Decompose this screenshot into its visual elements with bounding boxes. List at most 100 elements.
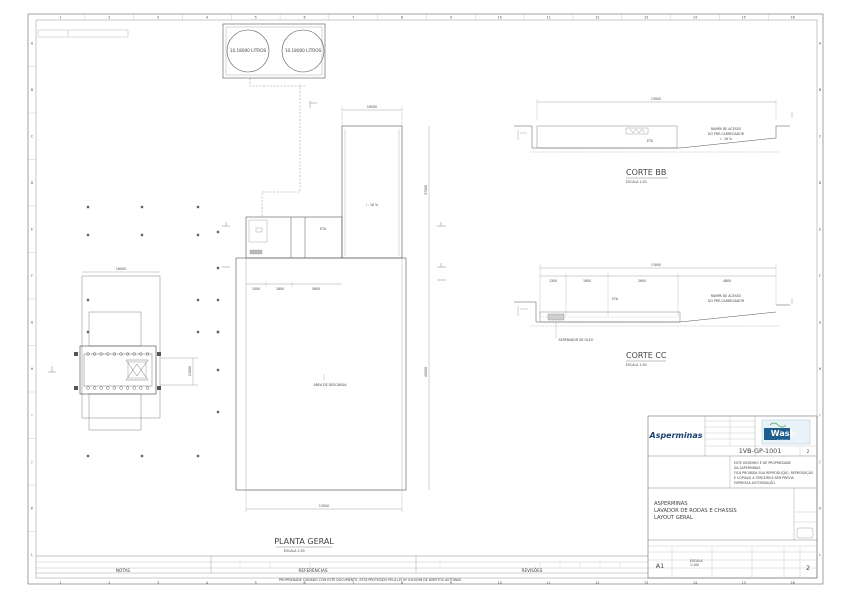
tb-client: ASPERMINAS: [654, 501, 688, 507]
grid-column-label: 10: [498, 581, 502, 585]
grid-column-label: 5: [255, 16, 257, 20]
grid-column-label: 7: [352, 16, 354, 20]
grid-column-label: 4: [206, 16, 208, 20]
corte-cc-eta: ETA: [612, 297, 619, 301]
grid-marker: [140, 454, 144, 458]
grid-column-label: 14: [693, 581, 697, 585]
grid-column-label: 12: [595, 581, 599, 585]
corte-cc-title: CORTE CC: [626, 351, 667, 360]
top-left-stamp: [37, 29, 129, 38]
nozzle: [112, 386, 116, 390]
grid-column-label: 2: [108, 16, 110, 20]
grid-marker: [86, 330, 90, 334]
section-marker-top: [309, 101, 317, 108]
grid-column-label: 15: [742, 16, 746, 20]
nozzle: [99, 386, 103, 390]
corte-bb-scale: ESCALA 1:50: [626, 180, 647, 184]
corte-cc-ramp-note: RAMPA DE ACESSO: [711, 294, 742, 298]
plan-view: i - 16 % 16500 ETA 1000 1800 5800 ÁREA D…: [222, 105, 446, 553]
grid-row-label: K: [31, 506, 34, 510]
grid-marker: [216, 298, 220, 302]
plan-right-dim2: 40000: [424, 367, 428, 377]
lift-top-dim: 16000: [116, 267, 126, 271]
grid-marker: [216, 330, 220, 334]
plan-dim-1: 1000: [252, 287, 260, 291]
grid-column-label: 1: [59, 16, 61, 20]
grid-row-label: B: [31, 88, 33, 92]
title-block: Asperminas Wash Systems 1VB-GP-1001 2 ES…: [647, 415, 818, 579]
plan-title: PLANTA GERAL: [274, 537, 334, 546]
section-cc: 13000 1300 1800 2600 4800 ETA RAMPA DE A…: [514, 263, 793, 367]
plan-area-label: ÁREA DE DESCARGA: [314, 382, 348, 387]
grid-row-label: J: [819, 460, 821, 464]
wheel-wash-platform: 16000 11000: [48, 267, 198, 431]
tank-left-label: 10.18000 LITROS: [230, 48, 267, 53]
corte-cc-dim-2: 1800: [583, 279, 591, 283]
grid-column-label: 5: [255, 581, 257, 585]
refs-header: REFERÊNCIAS: [299, 568, 328, 573]
footer-text: PROPRIEDADE CUIDADO COM ESTE DOCUMENTO, …: [279, 577, 461, 582]
tank-right-label: 10.18000 LITROS: [285, 48, 322, 53]
grid-row-label: F: [819, 274, 821, 278]
grid-column-label: 6: [303, 16, 305, 20]
corte-cc-dim-3: 2600: [638, 279, 646, 283]
grid-column-label: 6: [303, 581, 305, 585]
nozzle: [139, 386, 143, 390]
title-block-note-line: E CÓPIA(S) A TERCEIROS SEM PRÉVIA: [734, 475, 795, 480]
grid-marker: [196, 454, 200, 458]
grid-row-label: G: [31, 320, 34, 324]
grid-column-label: 10: [498, 16, 502, 20]
nozzle: [145, 352, 149, 356]
nozzle: [106, 386, 110, 390]
sheet-number-top: 2: [807, 449, 810, 454]
grid-row-label: D: [819, 181, 822, 185]
grid-column-label: 3: [157, 16, 159, 20]
nozzle: [86, 352, 90, 356]
corte-bb-slope: i - 16 %: [720, 137, 732, 141]
grid-column-labels: 1122334455667788991010111112121313141415…: [59, 14, 795, 585]
bottom-revisions-table: NOTAS REFERÊNCIAS REVISÕES PROPRIEDADE C…: [36, 555, 648, 582]
nozzle: [125, 352, 130, 356]
grid-row-label: L: [819, 553, 821, 557]
corte-bb-ramp-note: RAMPA DE ACESSO: [711, 127, 742, 131]
grid-row-label: L: [31, 553, 33, 557]
grid-marker: [86, 454, 90, 458]
plan-dim-2: 1800: [276, 287, 284, 291]
grid-column-label: 7: [352, 581, 354, 585]
grid-marker: [196, 330, 200, 334]
corte-cc-ramp-note2: DO PRÉ-CARREGADOR: [708, 298, 745, 303]
grid-row-label: A: [31, 41, 34, 45]
sheet-outer-border: [27, 13, 824, 585]
grid-column-label: 16: [791, 16, 795, 20]
nozzle-mount: [74, 352, 78, 356]
nozzle: [132, 386, 136, 390]
title-block-note-line: ESTE DESENHO É DE PROPRIEDADE: [734, 460, 791, 465]
nozzle: [145, 386, 149, 390]
grid-row-label: H: [31, 367, 34, 371]
tb-scale-value: 1:100: [690, 563, 699, 567]
grid-column-label: 11: [547, 16, 551, 20]
grid-marker: [216, 266, 220, 270]
grid-row-label: I: [32, 413, 33, 417]
corte-cc-dim-4: 4800: [723, 279, 731, 283]
logo-wash: Wash: [771, 429, 796, 438]
grid-row-label: E: [31, 227, 33, 231]
grid-column-label: 9: [450, 16, 452, 20]
corte-cc-dim-1: 1300: [549, 279, 557, 283]
grid-marker: [196, 233, 200, 237]
grid-row-label: E: [819, 227, 821, 231]
tb-scale-label: ESCALA: [690, 559, 703, 563]
grid-column-label: 2: [108, 581, 110, 585]
grid-marker: [216, 410, 220, 414]
nozzle: [119, 352, 123, 356]
plan-bottom-dim: 13000: [319, 504, 329, 508]
nozzle-row-top: [74, 352, 161, 356]
tb-project: LAVADOR DE RODAS E CHASSIS: [654, 508, 737, 514]
corte-bb-eta: ETA: [647, 139, 654, 143]
nozzle-mount: [74, 386, 78, 390]
grid-row-label: C: [819, 134, 822, 138]
notes-header: NOTAS: [116, 568, 131, 573]
grid-column-label: 15: [742, 581, 746, 585]
title-block-note-line: EXPRESSA AUTORIZAÇÃO.: [734, 480, 776, 485]
